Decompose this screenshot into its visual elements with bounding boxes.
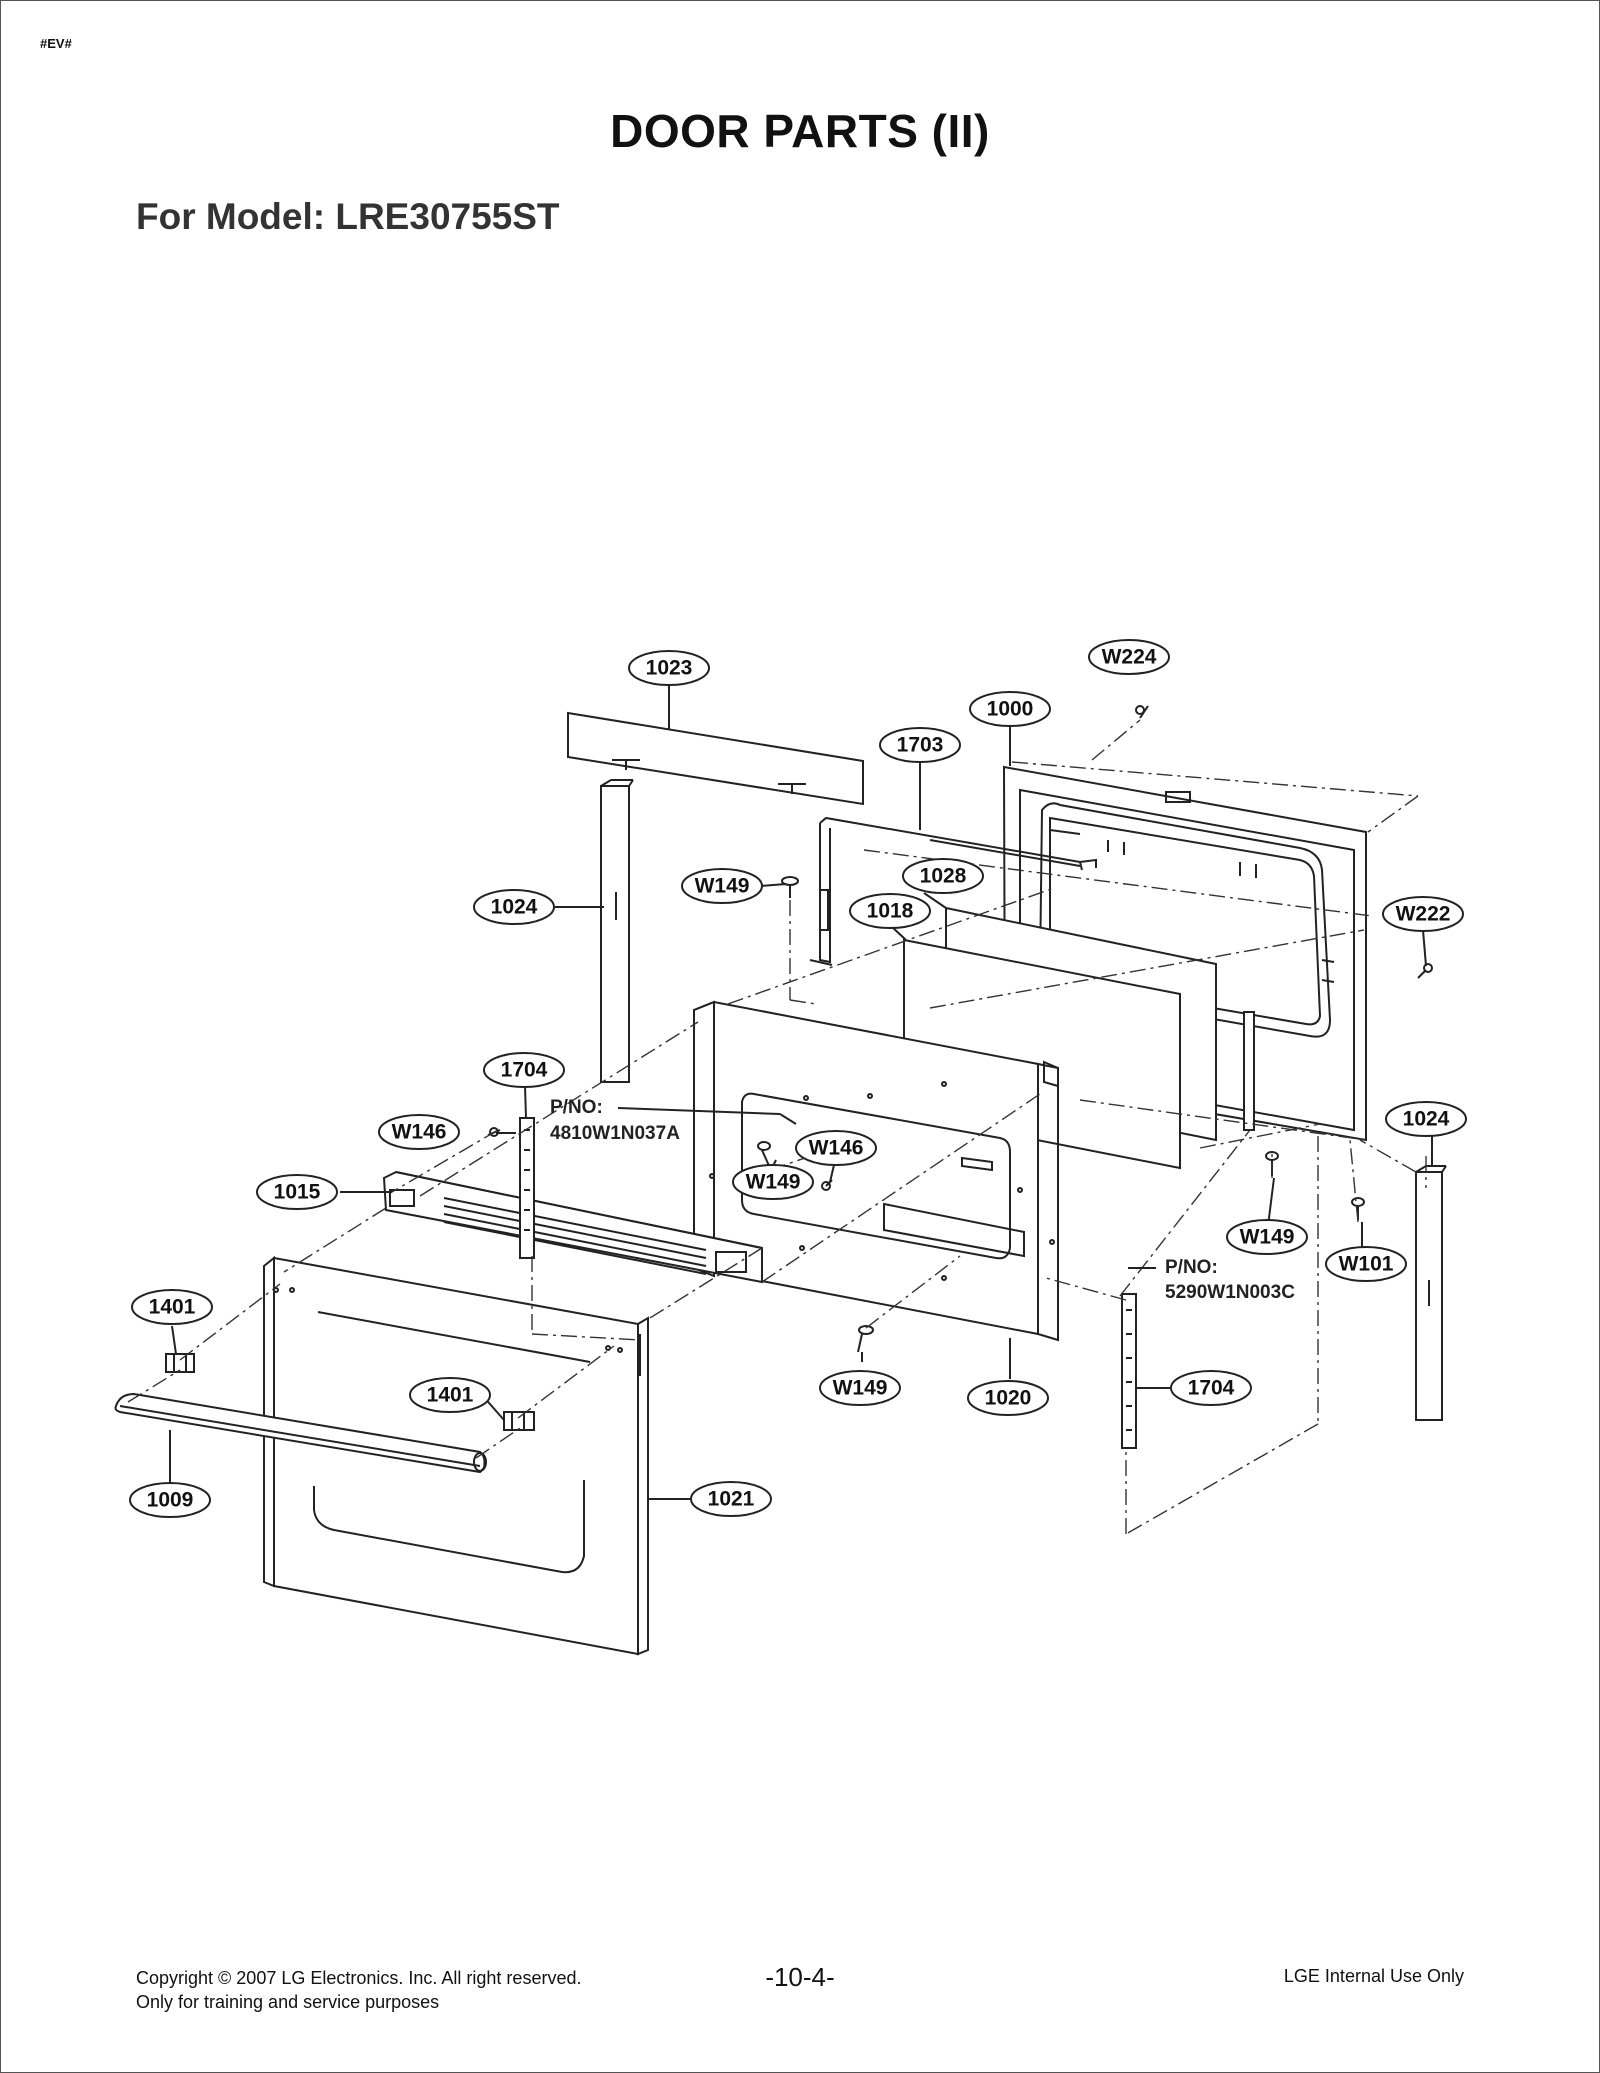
callout-1028: 1028 bbox=[902, 858, 984, 894]
callout-1018: 1018 bbox=[849, 893, 931, 929]
svg-text:1021: 1021 bbox=[708, 1488, 755, 1511]
callout-W146-left: W146 bbox=[378, 1114, 460, 1150]
internal-use-note: LGE Internal Use Only bbox=[1283, 1966, 1464, 1986]
copyright-line: Copyright © 2007 LG Electronics. Inc. Al… bbox=[136, 1968, 582, 1988]
part-1024-right-trim bbox=[1415, 1165, 1447, 1421]
svg-text:1015: 1015 bbox=[274, 1181, 321, 1204]
callout-W149-right: W149 bbox=[1226, 1219, 1308, 1255]
callout-1020: 1020 bbox=[967, 1380, 1049, 1416]
pno1-label: P/NO: bbox=[550, 1097, 603, 1118]
part-1024-left-trim bbox=[600, 779, 634, 1083]
callout-1401-left: 1401 bbox=[131, 1289, 213, 1325]
part-1009-handle bbox=[114, 1392, 487, 1474]
footer-copyright: Copyright © 2007 LG Electronics. Inc. Al… bbox=[136, 1966, 581, 2014]
model-heading: For Model: LRE30755ST bbox=[136, 196, 560, 237]
svg-text:1020: 1020 bbox=[985, 1387, 1032, 1410]
callout-W149-mid: W149 bbox=[732, 1164, 814, 1200]
svg-text:1704: 1704 bbox=[501, 1059, 548, 1082]
part-1704-right-hinge bbox=[1121, 1293, 1137, 1449]
svg-text:1023: 1023 bbox=[646, 657, 693, 680]
purpose-line: Only for training and service purposes bbox=[136, 1992, 440, 2012]
callout-W149-bottom: W149 bbox=[819, 1370, 901, 1406]
svg-text:W224: W224 bbox=[1102, 646, 1157, 669]
part-1015-vent-trim bbox=[382, 1170, 763, 1284]
svg-text:1024: 1024 bbox=[1403, 1108, 1450, 1131]
document-tag: #EV# bbox=[40, 36, 72, 51]
part-1401-left-bracket bbox=[165, 1353, 195, 1373]
callout-1009: 1009 bbox=[129, 1482, 211, 1518]
callout-W149-top: W149 bbox=[681, 868, 763, 904]
callout-W101: W101 bbox=[1325, 1246, 1407, 1282]
callout-1024-left: 1024 bbox=[473, 889, 555, 925]
svg-text:1704: 1704 bbox=[1188, 1377, 1235, 1400]
svg-text:W222: W222 bbox=[1396, 903, 1451, 926]
svg-text:W146: W146 bbox=[809, 1137, 864, 1160]
callout-1021: 1021 bbox=[690, 1481, 772, 1517]
callout-1703: 1703 bbox=[879, 727, 961, 763]
page-number: -10-4- bbox=[765, 1962, 835, 1992]
svg-text:W101: W101 bbox=[1339, 1253, 1394, 1276]
svg-text:W149: W149 bbox=[833, 1377, 888, 1400]
callout-1704-left: 1704 bbox=[483, 1052, 565, 1088]
assembly-guide-lines bbox=[127, 719, 1427, 1535]
callout-1000: 1000 bbox=[969, 691, 1051, 727]
svg-text:W149: W149 bbox=[746, 1171, 801, 1194]
page-title: DOOR PARTS (II) bbox=[610, 105, 990, 157]
svg-text:W149: W149 bbox=[695, 875, 750, 898]
part-1023-top-trim bbox=[567, 711, 864, 806]
svg-text:1703: 1703 bbox=[897, 734, 944, 757]
svg-text:1401: 1401 bbox=[149, 1296, 196, 1319]
part-1401-right-bracket bbox=[503, 1411, 535, 1431]
part-1703-bracket bbox=[809, 816, 1097, 966]
svg-text:W149: W149 bbox=[1240, 1226, 1295, 1249]
part-1020-liner bbox=[693, 1000, 1059, 1342]
callout-1401-right: 1401 bbox=[409, 1377, 491, 1413]
part-1704-left-hinge bbox=[519, 1117, 535, 1259]
pno2-label: P/NO: bbox=[1165, 1257, 1218, 1278]
pno2-value: 5290W1N003C bbox=[1165, 1282, 1295, 1303]
part-back-hinge bbox=[1243, 1011, 1255, 1131]
callout-1023: 1023 bbox=[628, 650, 710, 686]
svg-text:1024: 1024 bbox=[491, 896, 538, 919]
callout-W146-mid: W146 bbox=[795, 1130, 877, 1166]
callout-W222: W222 bbox=[1382, 896, 1464, 932]
svg-text:1009: 1009 bbox=[147, 1489, 194, 1512]
svg-text:1018: 1018 bbox=[867, 900, 914, 923]
svg-text:1401: 1401 bbox=[427, 1384, 474, 1407]
callout-1024-right: 1024 bbox=[1385, 1101, 1467, 1137]
callout-1704-right: 1704 bbox=[1170, 1370, 1252, 1406]
pno1-value: 4810W1N037A bbox=[550, 1123, 680, 1144]
svg-text:1000: 1000 bbox=[987, 698, 1034, 721]
callout-1015: 1015 bbox=[256, 1174, 338, 1210]
callout-W224: W224 bbox=[1088, 639, 1170, 675]
svg-text:1028: 1028 bbox=[920, 865, 967, 888]
svg-text:W146: W146 bbox=[392, 1121, 447, 1144]
